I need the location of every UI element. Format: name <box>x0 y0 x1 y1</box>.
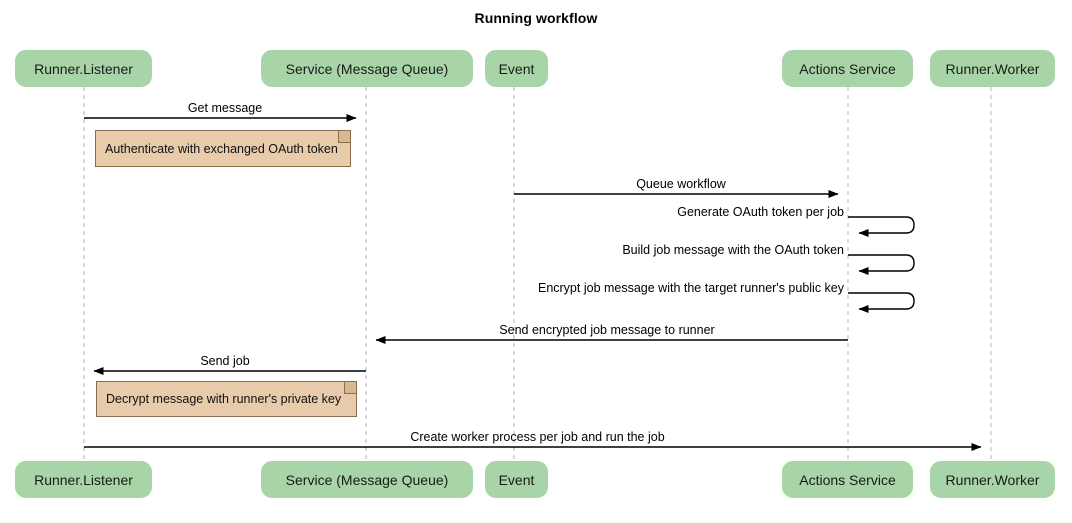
note-text: Decrypt message with runner's private ke… <box>106 392 342 406</box>
participant-event-top[interactable]: Event <box>485 50 548 87</box>
participant-runner-listener-top[interactable]: Runner.Listener <box>15 50 152 87</box>
note-fold-corner-icon <box>338 131 350 143</box>
message-label-build-job-message: Build job message with the OAuth token <box>622 243 844 257</box>
participant-event-bottom[interactable]: Event <box>485 461 548 498</box>
participant-label: Runner.Worker <box>945 471 1040 488</box>
participant-label: Event <box>498 471 535 488</box>
participant-label: Actions Service <box>799 60 896 77</box>
self-loop-generate-oauth-token <box>848 216 915 237</box>
message-label-queue-workflow: Queue workflow <box>636 177 726 191</box>
participant-service-queue-top[interactable]: Service (Message Queue) <box>261 50 473 87</box>
diagram-title: Running workflow <box>474 10 598 26</box>
note-authenticate-note: Authenticate with exchanged OAuth token <box>95 130 351 167</box>
participant-label: Service (Message Queue) <box>285 471 449 488</box>
participant-label: Actions Service <box>799 471 896 488</box>
participant-label: Event <box>498 60 535 77</box>
participant-runner-worker-top[interactable]: Runner.Worker <box>930 50 1055 87</box>
participant-runner-listener-bottom[interactable]: Runner.Listener <box>15 461 152 498</box>
participant-label: Service (Message Queue) <box>285 60 449 77</box>
participant-actions-service-bottom[interactable]: Actions Service <box>782 461 913 498</box>
message-label-encrypt-job-message: Encrypt job message with the target runn… <box>537 281 844 295</box>
note-fold-corner-icon <box>344 382 356 394</box>
participant-actions-service-top[interactable]: Actions Service <box>782 50 913 87</box>
message-label-create-worker-process: Create worker process per job and run th… <box>410 430 665 444</box>
participant-label: Runner.Listener <box>34 471 133 488</box>
message-label-generate-oauth-token: Generate OAuth token per job <box>677 205 844 219</box>
message-label-send-encrypted-job-message: Send encrypted job message to runner <box>499 323 715 337</box>
note-decrypt-note: Decrypt message with runner's private ke… <box>96 381 357 417</box>
note-text: Authenticate with exchanged OAuth token <box>105 141 338 156</box>
participant-service-queue-bottom[interactable]: Service (Message Queue) <box>261 461 473 498</box>
participant-runner-worker-bottom[interactable]: Runner.Worker <box>930 461 1055 498</box>
participant-label: Runner.Listener <box>34 60 133 77</box>
message-label-get-message: Get message <box>187 101 263 115</box>
self-loop-encrypt-job-message <box>848 292 915 313</box>
participant-label: Runner.Worker <box>945 60 1040 77</box>
message-label-send-job: Send job <box>200 354 250 368</box>
self-loop-build-job-message <box>848 254 915 275</box>
